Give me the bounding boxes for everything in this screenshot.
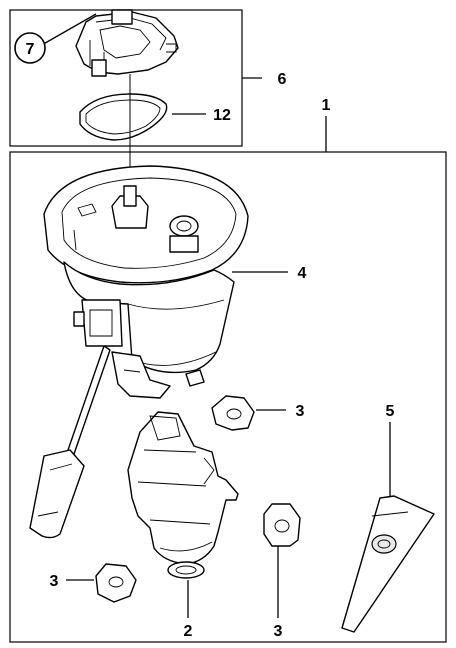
part-4-pump-housing	[43, 165, 288, 399]
callout-3-left: 3	[50, 573, 59, 590]
callout-12: 12	[213, 107, 231, 124]
callout-1: 1	[322, 97, 331, 114]
callout-7-circle	[14, 32, 46, 64]
part-7-cap	[39, 13, 97, 47]
callout-7: 7	[26, 41, 35, 58]
callout-3-upper: 3	[296, 403, 305, 420]
part-3-clip-lower-right	[263, 503, 301, 618]
callout-2: 2	[184, 623, 193, 640]
part-12-gasket	[79, 93, 206, 141]
float-arm	[29, 345, 111, 539]
part-6-lid	[75, 9, 179, 77]
part-2-pump-insert	[127, 411, 239, 618]
part-3-clip-upper	[211, 395, 286, 431]
callout-5: 5	[386, 403, 395, 420]
callout-4: 4	[298, 265, 307, 282]
main-frame	[9, 151, 447, 643]
part-3-clip-lower-left	[66, 563, 137, 603]
part-5-wedge	[341, 422, 435, 633]
callout-3-right: 3	[274, 623, 283, 640]
callout-6: 6	[278, 71, 287, 88]
